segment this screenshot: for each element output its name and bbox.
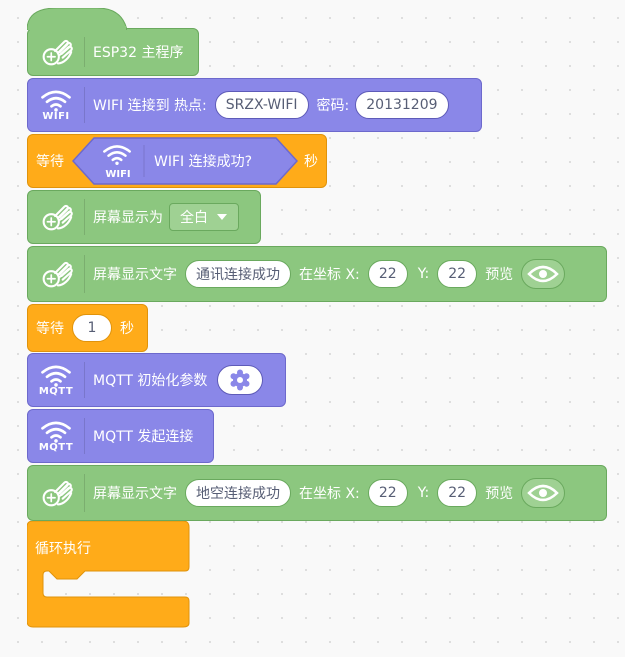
- coord-x-label: 在坐标 X:: [299, 486, 360, 502]
- seconds-unit-label: 秒: [304, 154, 318, 170]
- wait-label: 等待: [36, 321, 64, 337]
- screen-fill-label: 屏幕显示为: [93, 210, 163, 226]
- divider: [84, 362, 85, 398]
- esp32-main-block[interactable]: ESP32 主程序: [27, 28, 199, 76]
- wifi-connect-label: WIFI 连接到 热点:: [93, 98, 207, 114]
- wait-until-block[interactable]: 等待 WIFI WIFI 连接成功? 秒: [27, 134, 327, 188]
- hand-wave-icon: [28, 247, 84, 301]
- wifi-connect-block[interactable]: WIFI WIFI 连接到 热点: SRZX-WIFI 密码: 20131209: [27, 78, 482, 132]
- preview-eye-button[interactable]: [521, 259, 566, 289]
- divider: [84, 87, 85, 123]
- mqtt-init-block[interactable]: MQTT MQTT 初始化参数: [27, 353, 286, 407]
- divider: [84, 418, 85, 454]
- eye-icon: [527, 265, 559, 283]
- divider: [84, 474, 85, 512]
- mqtt-settings-button[interactable]: [217, 365, 264, 395]
- wifi-icon: [38, 419, 74, 443]
- mqtt-badge: MQTT: [28, 354, 84, 406]
- screen-text-input[interactable]: 通讯连接成功: [185, 260, 291, 288]
- hand-wave-icon: [28, 466, 84, 520]
- mqtt-connect-block[interactable]: MQTT MQTT 发起连接: [27, 409, 214, 463]
- coord-y-input[interactable]: 22: [437, 260, 478, 288]
- screen-fill-block[interactable]: 屏幕显示为 全白: [27, 190, 261, 244]
- screen-fill-dropdown[interactable]: 全白: [169, 203, 239, 231]
- hand-wave-icon: [28, 191, 84, 243]
- wait-seconds-input[interactable]: 1: [72, 314, 112, 342]
- mqtt-init-label: MQTT 初始化参数: [93, 373, 208, 389]
- screen-text-label: 屏幕显示文字: [93, 486, 177, 502]
- hand-wave-icon: [28, 29, 84, 75]
- wifi-badge: WIFI: [28, 79, 84, 131]
- wifi-icon-label: WIFI: [105, 169, 130, 180]
- mqtt-connect-label: MQTT 发起连接: [93, 429, 194, 445]
- main-block-label: ESP32 主程序: [93, 45, 184, 61]
- wifi-icon: [38, 88, 74, 112]
- preview-eye-button[interactable]: [521, 478, 566, 508]
- password-label: 密码:: [316, 98, 350, 114]
- wifi-icon-label: WIFI: [42, 111, 70, 122]
- eye-icon: [527, 484, 559, 502]
- divider: [84, 199, 85, 235]
- loop-label: 循环执行: [35, 541, 91, 557]
- wifi-condition-hex[interactable]: WIFI WIFI 连接成功?: [72, 137, 298, 185]
- screen-text-block-1[interactable]: 屏幕显示文字 通讯连接成功 在坐标 X: 22 Y: 22 预览: [27, 246, 607, 302]
- mqtt-icon-label: MQTT: [38, 442, 74, 453]
- wait-seconds-block[interactable]: 等待 1 秒: [27, 304, 148, 352]
- hat-cap: [27, 8, 127, 30]
- loop-forever-block[interactable]: [27, 521, 191, 629]
- preview-label: 预览: [485, 486, 514, 502]
- preview-label: 预览: [485, 267, 514, 283]
- mqtt-icon-label: MQTT: [38, 386, 74, 397]
- coord-y-input[interactable]: 22: [437, 479, 478, 507]
- gear-icon: [230, 369, 250, 391]
- screen-text-block-2[interactable]: 屏幕显示文字 地空连接成功 在坐标 X: 22 Y: 22 预览: [27, 465, 607, 521]
- coord-x-label: 在坐标 X:: [299, 267, 360, 283]
- dropdown-arrow-icon: [217, 214, 227, 220]
- wifi-icon: [38, 363, 74, 387]
- mqtt-badge: MQTT: [28, 410, 84, 462]
- screen-text-input[interactable]: 地空连接成功: [185, 479, 291, 507]
- wait-until-label: 等待: [36, 154, 64, 170]
- divider: [84, 255, 85, 293]
- password-input[interactable]: 20131209: [355, 91, 449, 119]
- screen-fill-value: 全白: [180, 210, 208, 226]
- screen-text-label: 屏幕显示文字: [93, 267, 177, 283]
- seconds-unit-label: 秒: [120, 321, 134, 337]
- coord-y-label: Y:: [417, 485, 430, 501]
- divider: [84, 37, 85, 67]
- wifi-condition-label: WIFI 连接成功?: [154, 153, 252, 170]
- ssid-input[interactable]: SRZX-WIFI: [214, 91, 309, 119]
- coord-x-input[interactable]: 22: [367, 479, 408, 507]
- coord-y-label: Y:: [417, 266, 430, 282]
- coord-x-input[interactable]: 22: [367, 260, 408, 288]
